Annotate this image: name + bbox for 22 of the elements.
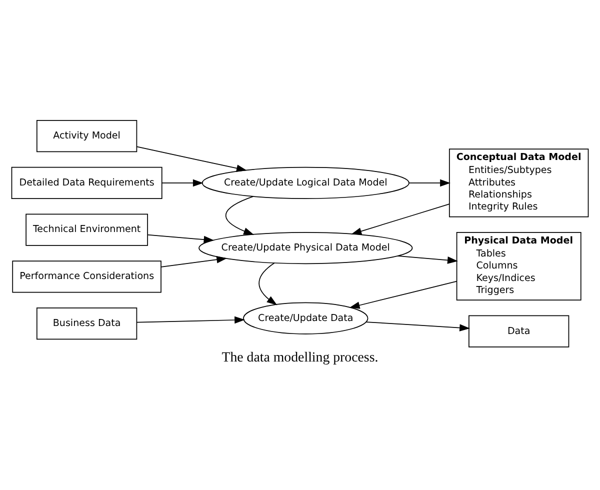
node-box: Conceptual Data Model Entities/Subtypes Attributes Relationships Integrity Rules (448, 148, 589, 218)
node-box: Business Data (36, 307, 138, 340)
arrow (349, 280, 458, 309)
caption: The data modelling process. (222, 350, 378, 366)
arrow (162, 179, 204, 187)
arrow (225, 196, 254, 235)
arrow (147, 234, 214, 244)
arrow (160, 256, 228, 268)
node-box: Detailed Data Requirements (11, 166, 162, 199)
arrow (408, 179, 450, 187)
arrow (136, 146, 247, 172)
arrow (136, 316, 245, 324)
node-box: Physical Data Model Tables Columns Keys/Indices Triggers (456, 232, 582, 301)
arrow (351, 204, 450, 235)
arrow (397, 255, 458, 264)
node-box: Performance Considerations (12, 260, 162, 293)
node-box: Data (468, 315, 570, 348)
node-ellipse: Create/Update Logical Data Model (202, 166, 410, 199)
node-box: Activity Model (36, 120, 138, 152)
arrow (366, 322, 470, 332)
arrow (258, 262, 278, 306)
node-box: Technical Environment (26, 214, 148, 246)
